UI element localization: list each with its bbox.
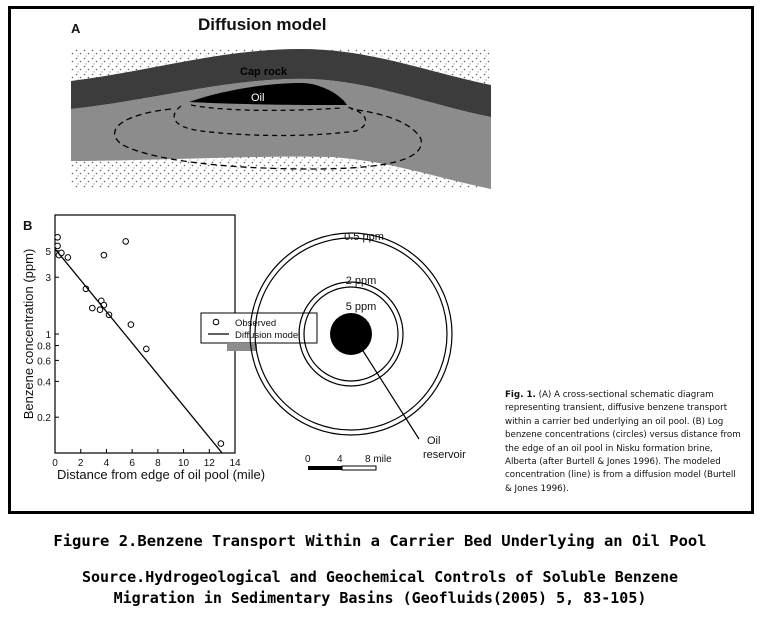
cap-rock [71, 49, 491, 117]
figure-note: Fig. 1. (A) A cross-sectional schematic … [505, 389, 741, 496]
observed-point [127, 321, 135, 328]
concentration-rings: 0.5 ppm 2 ppm 5 ppm Oil reservoir [249, 231, 466, 461]
x-tick-label: 12 [204, 458, 216, 469]
x-tick-label: 8 [155, 458, 161, 469]
ring-middle-a [298, 281, 404, 387]
ring-label-0-5-ppm: 0.5 ppm [344, 231, 384, 243]
x-tick-label: 6 [129, 458, 135, 469]
panel-a-letter: A [71, 21, 81, 36]
x-tick-label: 2 [78, 458, 84, 469]
ring-middle-b [303, 286, 399, 382]
scale-tick-0: 0 [305, 454, 311, 465]
cap-rock-label: Cap rock [240, 66, 288, 78]
oil-pool [189, 83, 347, 105]
figure-caption: Figure 2.Benzene Transport Within a Carr… [53, 532, 707, 550]
y-axis: 0.2 0.4 0.6 0.81 3 5 [37, 247, 59, 424]
panel-b-letter: B [23, 218, 32, 233]
y-tick-label: 0.8 [37, 342, 51, 353]
x-tick-label: 0 [52, 458, 58, 469]
panel-a-title: Diffusion model [198, 15, 326, 34]
legend-observed-marker [212, 318, 220, 326]
observed-point [55, 242, 61, 250]
figure-note-lead: Fig. 1. [505, 390, 536, 400]
x-axis: 0 2 4 6 8 10 12 14 [52, 449, 241, 469]
x-tick-label: 4 [104, 458, 110, 469]
reservoir-leader-line [357, 342, 420, 440]
concentration-chart: 0 2 4 6 8 10 12 14 0.2 0.4 0.6 0.81 3 5 Distance fro… [21, 214, 265, 482]
ring-outer-a [249, 232, 453, 436]
diffusion-model-line [55, 248, 223, 453]
y-tick-label: 0.4 [37, 377, 51, 388]
observed-point [96, 306, 104, 314]
observed-point [217, 440, 225, 447]
cross-section-diagram: Cap rock Oil [71, 49, 491, 189]
legend-grey-swatch [227, 343, 257, 351]
ring-outer-b [254, 237, 448, 431]
observed-point [100, 251, 108, 259]
observed-point [143, 345, 150, 353]
contour-3 [114, 108, 422, 170]
contour-1 [190, 104, 342, 112]
observed-point [89, 304, 96, 312]
reservoir-label-line-1: Oil [427, 435, 440, 447]
carrier-bed [71, 78, 491, 189]
y-axis-title: Benzene concentration (ppm) [21, 249, 36, 420]
reservoir-label-line-2: reservoir [423, 449, 466, 461]
ring-label-2-ppm: 2 ppm [346, 275, 377, 287]
scale-tick-4: 4 [337, 454, 343, 465]
observed-point [64, 254, 72, 261]
scale-segment-light [341, 465, 377, 471]
y-tick-label: 5 [45, 247, 51, 258]
x-tick-label: 14 [229, 458, 241, 469]
scale-tick-8-mile: 8 mile [365, 454, 392, 465]
legend-box [200, 312, 318, 344]
y-tick-label: 3 [45, 273, 51, 284]
legend-model-label: Diffusion model [235, 330, 300, 341]
y-tick-label: 1 [45, 330, 51, 341]
figure-note-text: (A) A cross-sectional schematic diagram … [505, 390, 741, 494]
source-line-2: Migration in Sedimentary Basins (Geoflui… [113, 589, 647, 607]
x-axis-title: Distance from edge of oil pool (mile) [57, 467, 265, 482]
y-tick-label: 0.6 [37, 356, 51, 367]
scale-segment-dark [308, 466, 342, 470]
x-tick-label: 10 [178, 458, 190, 469]
observed-point [55, 234, 61, 241]
oil-label: Oil [251, 92, 264, 104]
source-line-1: Source.Hydrogeological and Geochemical C… [81, 568, 679, 586]
map-scale-bar: 0 4 8 mile [305, 454, 392, 471]
contour-2 [173, 105, 367, 137]
chart-marks [55, 234, 225, 453]
y-tick-label: 0.2 [37, 413, 51, 424]
ring-label-5-ppm: 5 ppm [346, 301, 377, 313]
oil-reservoir-disc [330, 313, 372, 355]
observed-point [122, 238, 129, 245]
